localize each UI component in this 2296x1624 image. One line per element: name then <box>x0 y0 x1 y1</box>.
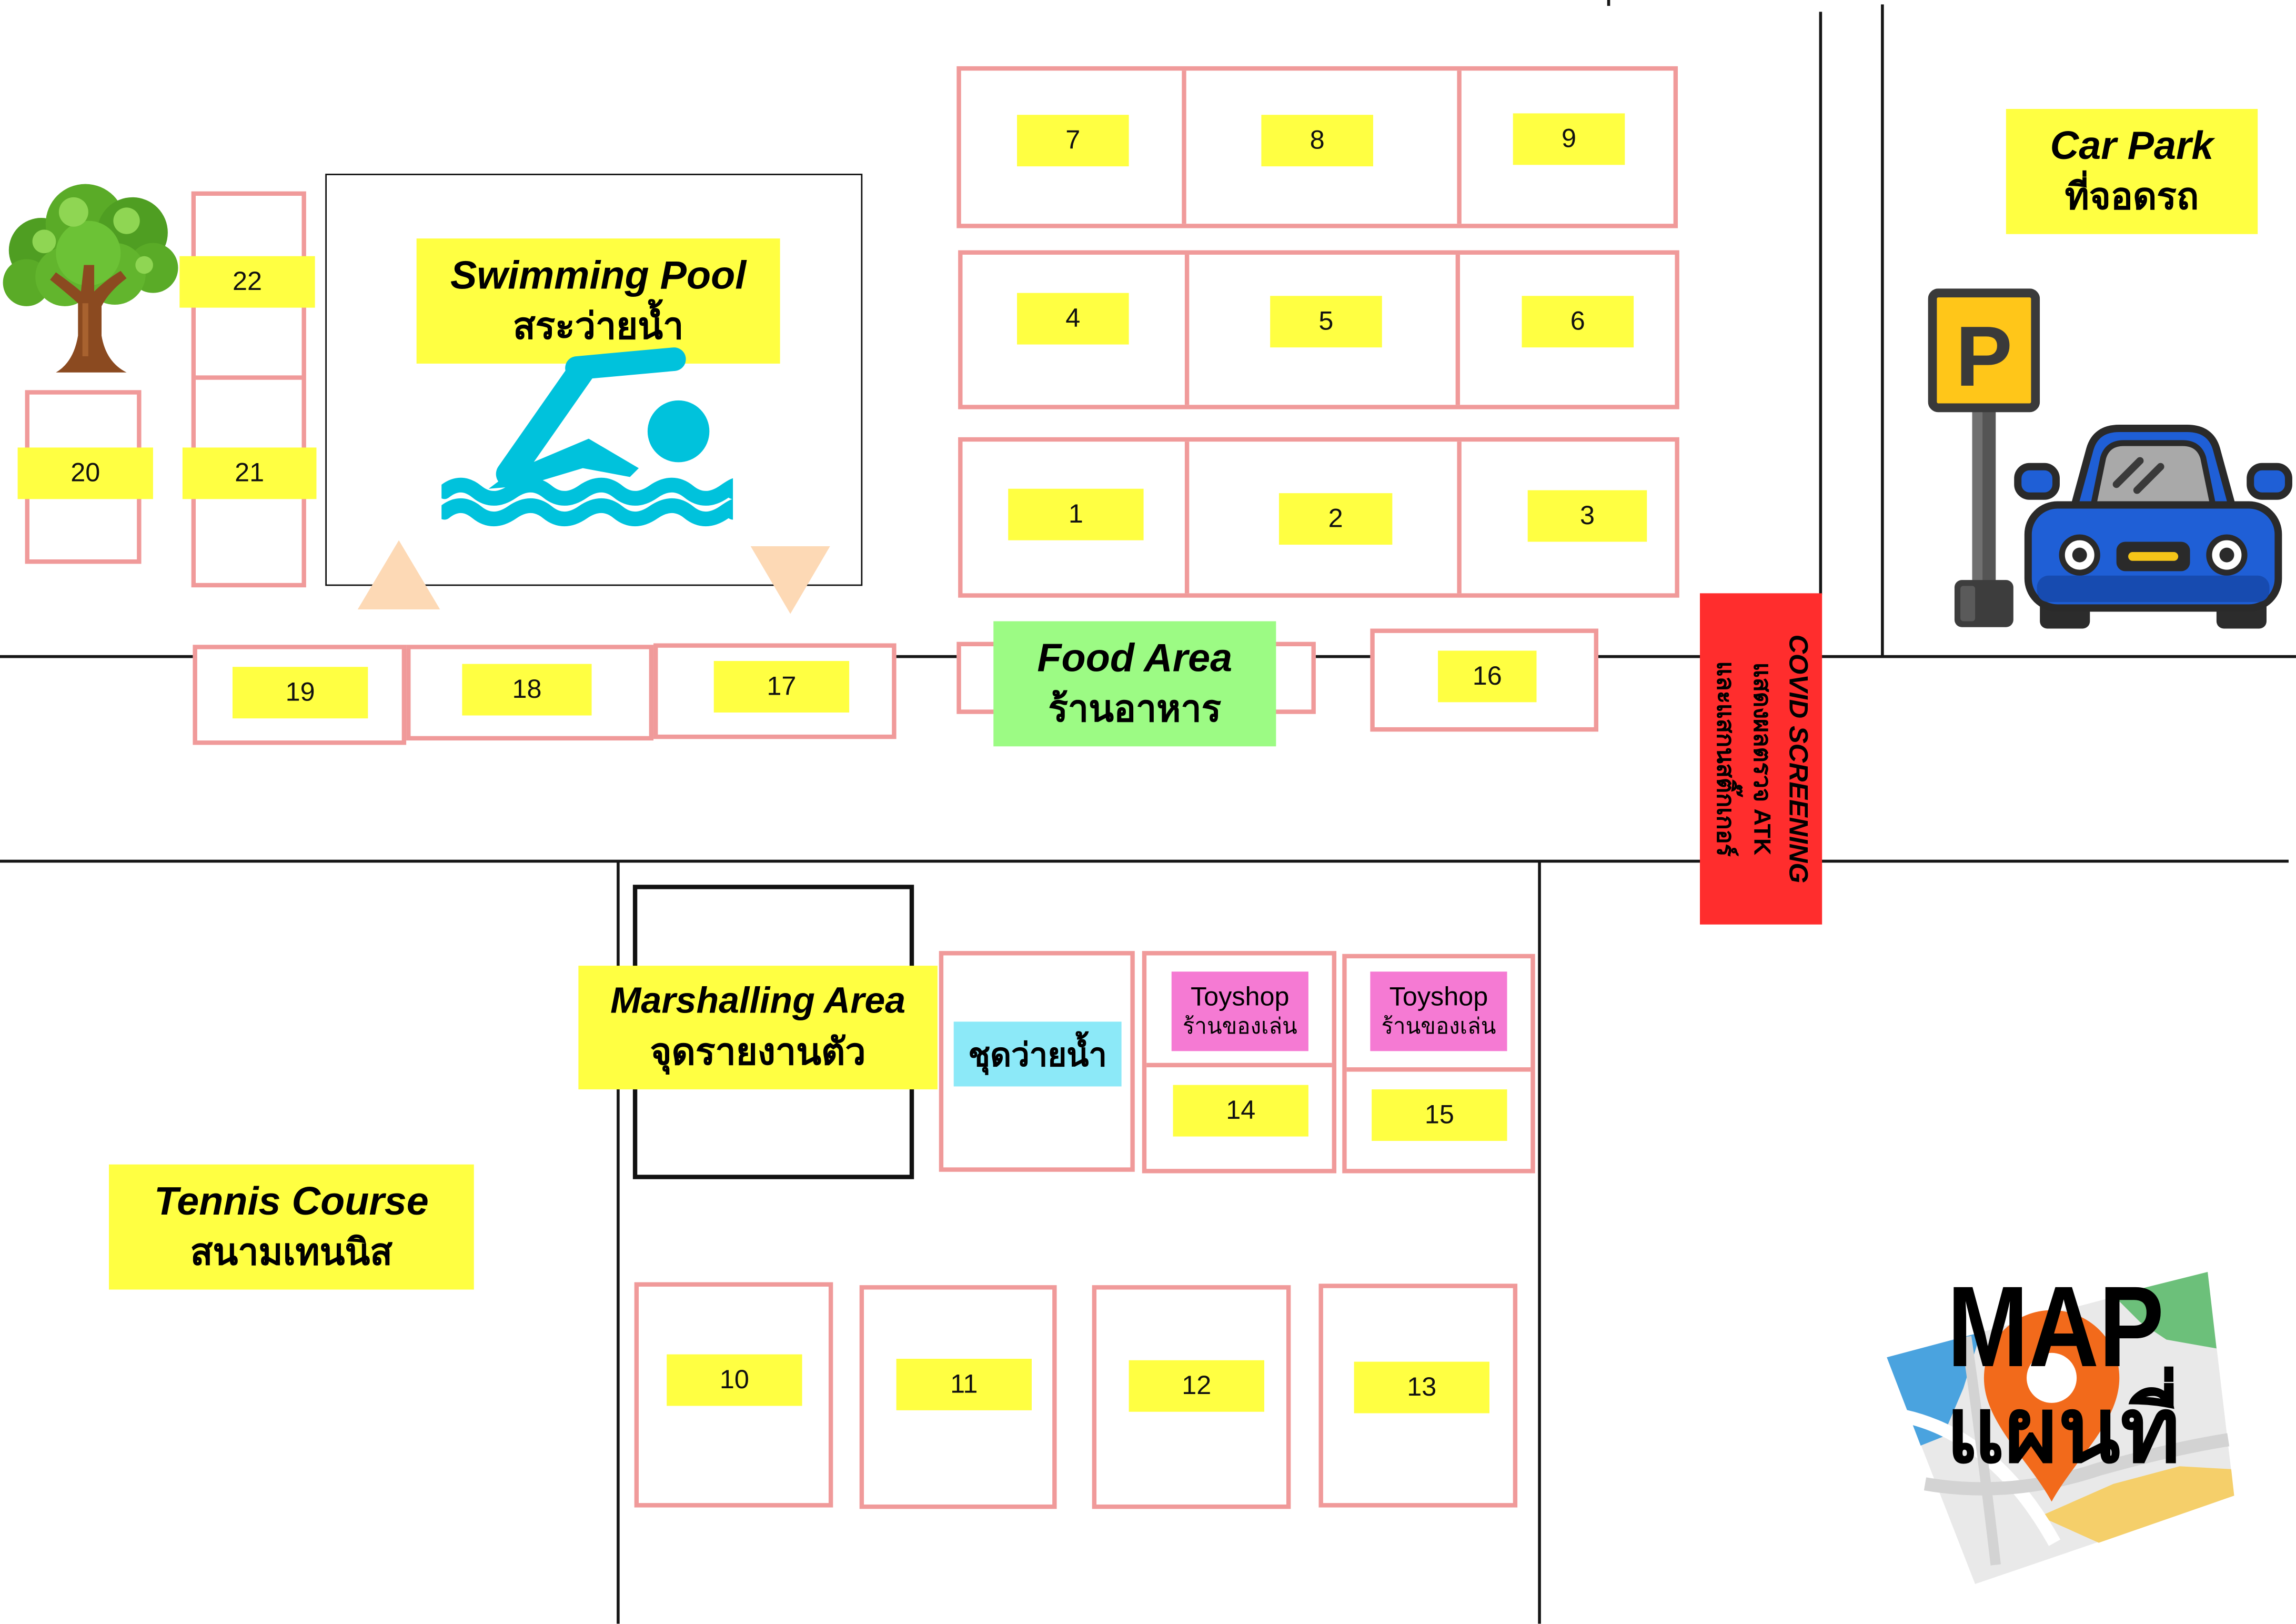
tennis-course-label-en: Tennis Course <box>154 1178 429 1223</box>
booth-8-label: 8 <box>1261 115 1373 167</box>
swimming-pool-label-th: สระว่ายน้ำ <box>512 305 684 347</box>
road-line-vertical-2 <box>1881 4 1884 657</box>
booth-9-label: 9 <box>1513 113 1625 165</box>
swimming-pool-label-en: Swimming Pool <box>450 252 747 297</box>
booth-19-label: 19 <box>232 667 368 719</box>
covid-screening-title: COVID SCREENING <box>1784 634 1814 884</box>
booth-divider <box>1457 71 1462 224</box>
booth-1-label: 1 <box>1008 488 1144 540</box>
toyshop-label-2-th: ร้านของเล่น <box>1381 1014 1496 1039</box>
parking-sign-letter: P <box>1956 309 2012 404</box>
road-line-vertical-3 <box>617 861 619 1624</box>
car-park-label: Car Park ที่จอดรถ <box>2006 109 2258 234</box>
triangle-down-icon <box>750 546 830 614</box>
booth-divider <box>1146 1062 1332 1068</box>
booth-2-label: 2 <box>1278 493 1393 545</box>
covid-screening-point: COVID SCREENING แสดงผลตรวจ ATK และแสกนสต… <box>1699 593 1822 925</box>
food-area-label-en: Food Area <box>1037 635 1233 680</box>
booth-divider <box>196 375 302 380</box>
booth-22-label: 22 <box>179 256 315 308</box>
toyshop-label-1-th: ร้านของเล่น <box>1182 1014 1297 1039</box>
map-title-main: MAP <box>1947 1261 2164 1391</box>
booth-17-label: 17 <box>713 661 850 713</box>
swimwear-label-th: ชุดว่ายน้ำ <box>968 1035 1107 1072</box>
swimming-pool-label: Swimming Pool สระว่ายน้ำ <box>416 238 780 364</box>
booth-10-label: 10 <box>667 1354 802 1406</box>
tennis-course-label: Tennis Course สนามเทนนิส <box>109 1164 474 1290</box>
booth-20-label: 20 <box>17 447 153 499</box>
food-area-label: Food Area ร้านอาหาร <box>993 621 1276 747</box>
booth-15-label: 15 <box>1372 1089 1507 1141</box>
booth-4-label: 4 <box>1017 293 1129 345</box>
booth-divider <box>1184 254 1190 405</box>
covid-screening-line-1: แสดงผลตรวจ ATK <box>1748 662 1774 856</box>
booth-divider <box>1184 442 1190 594</box>
map-pin-icon <box>1887 1271 2234 1585</box>
tree-icon <box>3 184 178 373</box>
food-area-label-th: ร้านอาหาร <box>1048 688 1222 730</box>
toyshop-label-1-en: Toyshop <box>1191 981 1290 1011</box>
booth-divider <box>1457 442 1462 594</box>
swimmer-icon <box>441 347 733 526</box>
road-line-vertical-4 <box>1538 861 1540 1624</box>
road-line-tick <box>1607 0 1610 6</box>
marshalling-area-label: Marshalling Area จุดรายงานตัว <box>578 966 938 1090</box>
booth-6-label: 6 <box>1522 296 1634 348</box>
booth-14-label: 14 <box>1173 1085 1308 1137</box>
covid-screening-line-2: และแสกนสติ๊กเกอร์ <box>1711 661 1737 857</box>
booth-12-label: 12 <box>1129 1360 1264 1412</box>
booth-5-label: 5 <box>1270 296 1382 348</box>
toyshop-label-2: Toyshop ร้านของเล่น <box>1370 971 1507 1051</box>
tennis-course-label-th: สนามเทนนิส <box>190 1231 392 1273</box>
toyshop-label-1: Toyshop ร้านของเล่น <box>1171 971 1308 1051</box>
car-park-label-en: Car Park <box>2050 123 2214 167</box>
covid-screening-text: COVID SCREENING แสดงผลตรวจ ATK และแสกนสต… <box>1700 593 1822 924</box>
car-park-label-th: ที่จอดรถ <box>2065 176 2199 217</box>
booth-21-label: 21 <box>182 447 317 499</box>
car-icon <box>2014 425 2292 629</box>
booth-18-label: 18 <box>462 664 592 716</box>
road-line-lower <box>0 859 2289 863</box>
booth-13-label: 13 <box>1354 1361 1489 1414</box>
booth-7-label: 7 <box>1017 115 1129 167</box>
booth-22-21-column <box>191 191 306 588</box>
booth-divider <box>1346 1067 1531 1072</box>
marshalling-area-label-th: จุดรายงานตัว <box>650 1031 866 1074</box>
booth-divider <box>1182 71 1186 224</box>
booth-16-label: 16 <box>1438 650 1537 703</box>
parking-sign-icon: P <box>1928 288 2040 627</box>
map-title-thai: แผนที่ <box>1946 1380 2181 1482</box>
booth-3-label: 3 <box>1527 490 1647 542</box>
toyshop-label-2-en: Toyshop <box>1389 981 1488 1011</box>
booth-divider <box>1455 254 1461 405</box>
road-line-vertical-1 <box>1819 12 1822 595</box>
triangle-up-icon <box>357 540 440 610</box>
marshalling-area-label-en: Marshalling Area <box>610 980 906 1022</box>
booth-11-label: 11 <box>896 1359 1032 1410</box>
swimwear-label: ชุดว่ายน้ำ <box>953 1021 1122 1087</box>
